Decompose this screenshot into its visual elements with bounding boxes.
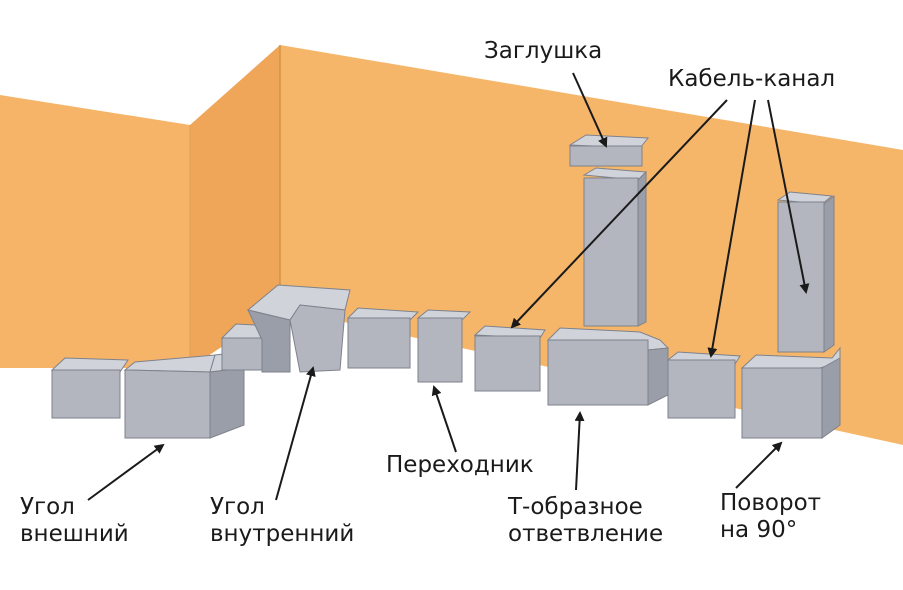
- outer-corner-part: [50, 351, 245, 439]
- label-inner-corner: Угол внутренний: [210, 494, 354, 548]
- label-cap-text: Заглушка: [484, 38, 603, 64]
- channel-segment-a: [346, 307, 420, 369]
- arrow-adapter: [431, 385, 457, 453]
- arrows: [87, 72, 810, 501]
- label-turn: Поворот на 90°: [720, 490, 821, 544]
- label-outer-corner: Угол внешний: [20, 494, 129, 548]
- arrow-outer-corner: [87, 443, 165, 501]
- arrow-cap: [572, 72, 608, 148]
- arrow-channel-2: [707, 99, 756, 358]
- label-inner-corner-line1: Угол: [210, 494, 265, 520]
- label-outer-corner-line2: внешний: [20, 521, 129, 547]
- arrow-channel-3: [767, 99, 810, 294]
- label-turn-line1: Поворот: [720, 490, 822, 516]
- arrow-inner-corner: [275, 366, 316, 501]
- label-tee-line2: ответвление: [508, 521, 664, 547]
- vertical-channel-2: [776, 191, 835, 353]
- arrow-channel-1: [510, 99, 728, 329]
- label-inner-corner-line2: внутренний: [210, 521, 355, 547]
- label-turn-line2: на 90°: [720, 517, 798, 543]
- label-cable-channel-text: Кабель-канал: [668, 66, 836, 92]
- channel-segment-c: [666, 351, 741, 419]
- arrow-tee: [574, 411, 585, 491]
- label-outer-corner-line1: Угол: [20, 494, 75, 520]
- label-adapter: Переходник: [386, 452, 534, 479]
- left-wall: [0, 95, 190, 368]
- inner-corner-part: [220, 284, 351, 373]
- end-cap-part: [568, 134, 650, 167]
- label-tee-line1: Т-образное: [508, 494, 643, 520]
- label-cap: Заглушка: [484, 38, 602, 65]
- tee-part: [546, 327, 670, 406]
- vertical-channel-1: [582, 167, 648, 327]
- adapter-part: [416, 309, 472, 383]
- label-adapter-text: Переходник: [386, 452, 534, 478]
- wall-corner-side: [190, 45, 280, 368]
- label-cable-channel: Кабель-канал: [668, 66, 835, 93]
- arrow-turn: [735, 441, 783, 489]
- channel-segment-b: [473, 325, 546, 392]
- turn-90-part: [740, 346, 841, 439]
- label-tee: Т-образное ответвление: [508, 494, 663, 548]
